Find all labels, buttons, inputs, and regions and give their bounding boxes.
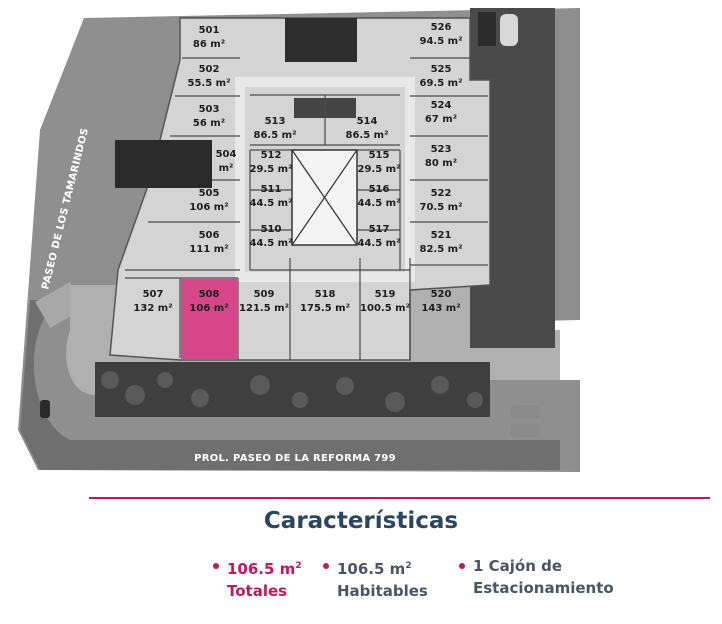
unit-503-area: 56 m²	[193, 118, 225, 129]
unit-520-area: 143 m²	[421, 303, 460, 314]
unit-523-area: 80 m²	[425, 158, 457, 169]
unit-502-area: 55.5 m²	[188, 78, 231, 89]
unit-508-number: 508	[199, 289, 220, 300]
feature-habitable-area: 106.5 m2 Habitables	[323, 555, 428, 602]
feature-parking: 1 Cajón de Estacionamiento	[459, 555, 614, 599]
total-area-label: Totales	[227, 582, 288, 600]
unit-520-number: 520	[431, 289, 452, 300]
unit-524-number: 524	[431, 100, 452, 111]
unit-518-number: 518	[315, 289, 336, 300]
unit-512-area: 29.5 m²	[250, 164, 293, 175]
unit-509-number: 509	[254, 289, 275, 300]
unit-519-area: 100.5 m²	[360, 303, 410, 314]
unit-517-number: 517	[369, 224, 390, 235]
unit-515-number: 515	[369, 150, 390, 161]
unit-516-area: 44.5 m²	[358, 198, 401, 209]
parked-car	[500, 14, 518, 46]
divider	[89, 497, 710, 499]
unit-503-number: 503	[199, 104, 220, 115]
unit-513-number: 513	[265, 116, 286, 127]
unit-522-number: 522	[431, 188, 452, 199]
unit-509-area: 121.5 m²	[239, 303, 289, 314]
unit-506-area: 111 m²	[189, 244, 228, 255]
unit-512-number: 512	[261, 150, 282, 161]
features-title: Características	[263, 508, 459, 534]
unit-517-area: 44.5 m²	[358, 238, 401, 249]
unit-516-number: 516	[369, 184, 390, 195]
habitable-area-label: Habitables	[337, 582, 428, 600]
habitable-area-value: 106.5 m	[337, 560, 406, 578]
unit-518-area: 175.5 m²	[300, 303, 350, 314]
total-area-sup: 2	[295, 561, 302, 571]
unit-508-area: 106 m²	[189, 303, 228, 314]
total-area-value: 106.5 m	[227, 560, 296, 578]
parking-line2: Estacionamiento	[473, 579, 614, 597]
floor-plan: 501 86 m² 502 55.5 m² 503 56 m² 504 m² 505 106 m²…	[18, 8, 580, 472]
unit-510-number: 510	[261, 224, 282, 235]
unit-501-number: 501	[199, 25, 220, 36]
habitable-area-sup: 2	[405, 561, 412, 571]
unit-511-number: 511	[261, 184, 282, 195]
unit-labels: 501 86 m² 502 55.5 m² 503 56 m² 504 m² 505 106 m²…	[133, 22, 462, 314]
unit-523-number: 523	[431, 144, 452, 155]
unit-525-area: 69.5 m²	[420, 78, 463, 89]
unit-514-area: 86.5 m²	[346, 130, 389, 141]
unit-514-number: 514	[357, 116, 378, 127]
unit-505-area: 106 m²	[189, 202, 228, 213]
unit-521-number: 521	[431, 230, 452, 241]
garden	[95, 362, 490, 417]
redacted-block	[115, 140, 212, 188]
feature-total-area: 106.5 m2 Totales	[213, 555, 302, 602]
unit-504-number: 504	[216, 149, 237, 160]
unit-505-number: 505	[199, 188, 220, 199]
unit-511-area: 44.5 m²	[250, 198, 293, 209]
unit-504-area: m²	[219, 163, 234, 174]
bullet-icon	[459, 563, 465, 569]
unit-519-number: 519	[375, 289, 396, 300]
bullet-icon	[213, 563, 219, 569]
unit-501-area: 86 m²	[193, 39, 225, 50]
unit-510-area: 44.5 m²	[250, 238, 293, 249]
street-bottom-label: PROL. PASEO DE LA REFORMA 799	[194, 453, 396, 464]
unit-522-area: 70.5 m²	[420, 202, 463, 213]
unit-506-number: 506	[199, 230, 220, 241]
unit-526-area: 94.5 m²	[420, 36, 463, 47]
unit-513-area: 86.5 m²	[254, 130, 297, 141]
parking-line1: 1 Cajón de	[473, 557, 563, 575]
unit-524-area: 67 m²	[425, 114, 457, 125]
unit-507-number: 507	[143, 289, 164, 300]
bullet-icon	[323, 563, 329, 569]
unit-526-number: 526	[431, 22, 452, 33]
unit-507-area: 132 m²	[133, 303, 172, 314]
unit-502-number: 502	[199, 64, 220, 75]
unit-508-highlight[interactable]	[181, 279, 237, 359]
unit-525-number: 525	[431, 64, 452, 75]
unit-521-area: 82.5 m²	[420, 244, 463, 255]
unit-515-area: 29.5 m²	[358, 164, 401, 175]
